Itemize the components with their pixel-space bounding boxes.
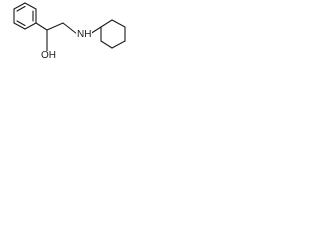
- ring-to-carbinol-bond: [35, 22, 48, 31]
- phenyl-bond-2: [24, 2, 37, 10]
- phenyl-double-bond-1: [16, 5, 26, 12]
- cyclohexyl-bond-4: [111, 40, 126, 49]
- phenyl-bond-5: [13, 22, 26, 30]
- amine-label: NH: [76, 29, 93, 40]
- hydroxyl-label: OH: [40, 50, 57, 61]
- phenyl-ring: [13, 2, 37, 30]
- methylene-to-amine-bond: [62, 22, 78, 35]
- cyclohexyl-bond-5: [100, 40, 113, 49]
- carbinol-to-methylene-bond: [46, 22, 64, 31]
- cyclohexyl-bond-2: [111, 19, 126, 28]
- structure-drawing: [13, 2, 126, 52]
- cyclohexyl-ring: [100, 19, 126, 49]
- phenyl-bond-4: [24, 22, 37, 30]
- chemical-structure: OH NH: [0, 0, 141, 70]
- cyclohexyl-bond-1: [100, 19, 113, 28]
- phenyl-bond-1: [13, 2, 26, 10]
- phenyl-double-bond-3: [16, 20, 26, 27]
